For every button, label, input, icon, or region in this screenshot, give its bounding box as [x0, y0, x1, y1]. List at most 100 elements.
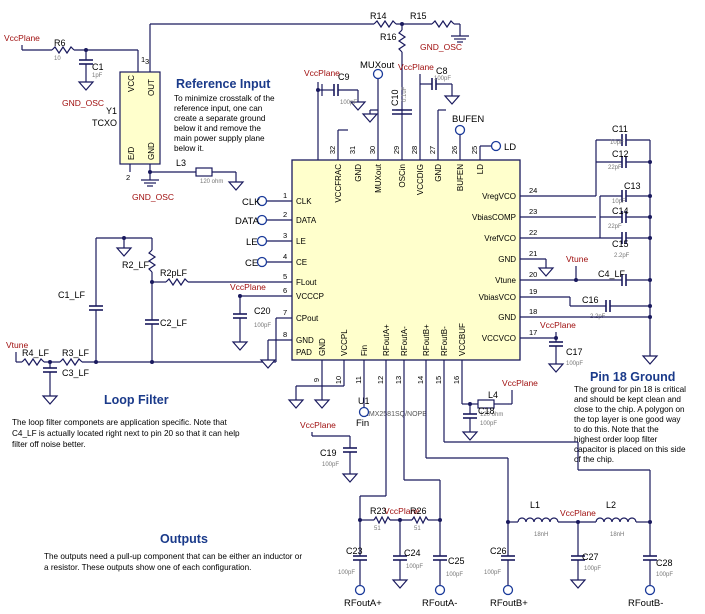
- ld-port[interactable]: [490, 140, 502, 152]
- rfoutb-n-port[interactable]: [644, 584, 656, 596]
- vccplane-label-buf: VccPlane: [502, 378, 538, 388]
- chip-pin-number: 15: [434, 376, 443, 384]
- chip-pin-name: VbiasVCO: [479, 293, 516, 302]
- chip-pin-number: 27: [428, 146, 437, 154]
- chip-pin-number: 25: [470, 146, 479, 154]
- c23-value: 100pF: [338, 570, 355, 576]
- chip-pin-name: BUFEN: [456, 164, 465, 191]
- rfoutb-p-port[interactable]: [502, 584, 514, 596]
- c1-lf-ref: C1_LF: [58, 290, 86, 300]
- chip-pin-name: VrefVCO: [484, 234, 516, 243]
- c25-ref: C25: [448, 556, 465, 566]
- c20-value: 100pF: [254, 323, 271, 329]
- fin-port-label: Fin: [356, 418, 369, 429]
- rfouta-p-label: RFoutA+: [344, 598, 382, 609]
- reference-note: To minimize crosstalk of the reference i…: [174, 94, 277, 153]
- chip-pin-number: 26: [450, 146, 459, 154]
- c15-value: 2.2pF: [614, 253, 630, 259]
- c8-ref: C8: [436, 66, 448, 76]
- ce-port[interactable]: [256, 256, 268, 268]
- fin-port[interactable]: [358, 406, 370, 418]
- r6-value: 10: [54, 56, 61, 62]
- r23-value: 51: [374, 526, 381, 532]
- chip-pin-number: 13: [394, 376, 403, 384]
- bottom-connections: Fin VccPlane C19 100pF L4 120 ohm VccPla…: [288, 360, 651, 540]
- vtune-label-2: Vtune: [566, 254, 588, 264]
- l1-value: 18nH: [534, 532, 548, 538]
- r6-ref: R6: [54, 38, 66, 48]
- oscin-feed: R14 R15 GND_OSC R16: [149, 11, 470, 160]
- chip-pin-name: LE: [296, 237, 306, 246]
- c1-value: 1pF: [92, 73, 103, 79]
- chip-pin-number: 12: [376, 376, 385, 384]
- chip-pin-number: 24: [529, 186, 537, 195]
- chip-right-pins: VregVCO24VbiasCOMP23VrefVCO22GND21Vtune2…: [472, 186, 537, 343]
- r3-lf-resistor: [59, 357, 83, 367]
- chip-pin-number: 19: [529, 287, 537, 296]
- right-connections: C11 10pF C12 22pF C13 10pF C14 22pF C15 …: [520, 124, 686, 464]
- c26-value: 100pF: [484, 570, 501, 576]
- l1-inductor: [517, 517, 559, 523]
- chip-pin-name: GND: [498, 255, 516, 264]
- ce-port-label: CE: [245, 258, 258, 269]
- outputs-title: Outputs: [160, 532, 208, 546]
- r6-resistor: [51, 45, 75, 55]
- le-port[interactable]: [256, 235, 268, 247]
- c24-value: 100pF: [406, 564, 423, 570]
- y1-type: TCXO: [92, 118, 117, 128]
- bufen-port[interactable]: [454, 124, 466, 136]
- c15-ref: C15: [612, 239, 629, 249]
- l3-value: 120 ohm: [200, 179, 223, 185]
- chip-pin-name: GND: [318, 338, 327, 356]
- c11-ref: C11: [612, 124, 628, 134]
- c4-lf-ref: C4_LF: [598, 269, 626, 279]
- chip-pin-name: GND: [296, 336, 314, 345]
- chip-pin-number: 10: [334, 376, 343, 384]
- clk-port[interactable]: [256, 195, 268, 207]
- chip-pin-number: 22: [529, 228, 537, 237]
- chip-pin-name: RFoutB+: [422, 324, 431, 356]
- y1-pin-vcc: VCC: [127, 75, 136, 92]
- loop-note: The loop filter componets are applicatio…: [12, 418, 242, 449]
- vcccp-decoupling: VccPlane C20 100pF: [230, 282, 292, 369]
- rfouta-p-port[interactable]: [354, 584, 366, 596]
- lmx2581-chip: U1 LMX2581SQ/NOPB: [291, 159, 521, 418]
- c9-value: 100pF: [340, 100, 357, 106]
- rfouta-n-port[interactable]: [434, 584, 446, 596]
- chip-pin-number: 1: [283, 191, 287, 200]
- top-connections: VccPlane C9 100pF MUXout C10 0.1uF VccPl…: [304, 60, 516, 160]
- r23-ref: R23: [370, 506, 387, 516]
- c17-ref: C17: [566, 347, 583, 357]
- l4-value: 120 ohm: [480, 412, 503, 418]
- c23-ref: C23: [346, 546, 363, 556]
- chip-pin-number: 23: [529, 207, 537, 216]
- r26-ref: R26: [410, 506, 427, 516]
- muxout-port[interactable]: [372, 68, 384, 80]
- rfouta-n-label: RFoutA-: [422, 598, 457, 609]
- c14-value: 22pF: [608, 224, 622, 230]
- le-port-label: LE: [246, 237, 258, 248]
- data-port[interactable]: [256, 214, 268, 226]
- c3-lf-ref: C3_LF: [62, 368, 90, 378]
- c26-ref: C26: [490, 546, 507, 556]
- chip-pin-number: 9: [312, 378, 321, 382]
- r2-lf-ref: R2_LF: [122, 260, 150, 270]
- r15-ref: R15: [410, 11, 427, 21]
- c18-value: 100pF: [480, 421, 497, 427]
- muxout-port-label: MUXout: [360, 60, 395, 71]
- clk-port-label: CLK: [242, 197, 261, 208]
- chip-pin-number: 28: [410, 146, 419, 154]
- chip-pin-name: VCCFRAC: [334, 164, 343, 203]
- chip-pin-number: 6: [283, 286, 287, 295]
- y1-pin-gnd: GND: [147, 142, 156, 160]
- reference-section: VccPlane R6 10 C1 1pF GND_OSC VCC OUT E/…: [4, 33, 277, 202]
- chip-pin-number: 3: [283, 231, 287, 240]
- outputs-section: Outputs The outputs need a pull-up compo…: [44, 500, 673, 609]
- r16-ref: R16: [380, 32, 397, 42]
- chip-pin-name: MUXout: [374, 163, 383, 193]
- y1-ref: Y1: [106, 106, 117, 116]
- r2p-lf-resistor: [165, 277, 189, 287]
- r26-value: 51: [414, 526, 421, 532]
- chip-pin-name: CE: [296, 258, 307, 267]
